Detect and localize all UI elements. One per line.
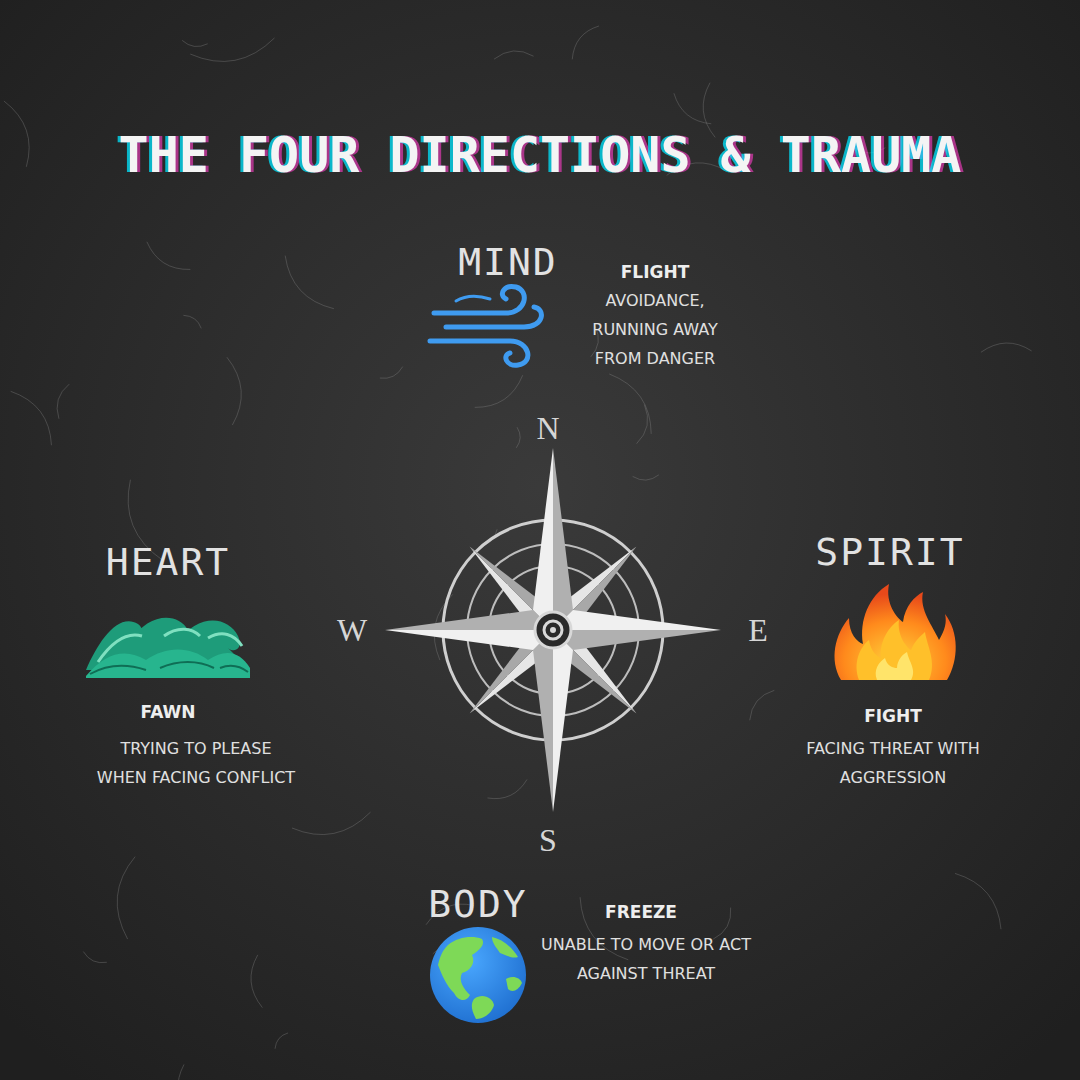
response-name: FLIGHT bbox=[555, 262, 755, 282]
response-name: FAWN bbox=[68, 702, 268, 722]
texture-stroke bbox=[674, 93, 711, 124]
compass-point bbox=[533, 630, 573, 812]
texture-stroke bbox=[147, 242, 190, 270]
texture-stroke bbox=[516, 427, 520, 448]
compass-letter: S bbox=[518, 822, 578, 859]
texture-stroke bbox=[182, 40, 208, 46]
section-heading: MIND bbox=[408, 240, 608, 284]
texture-stroke bbox=[178, 1064, 190, 1080]
compass-point bbox=[385, 610, 553, 650]
texture-stroke bbox=[637, 405, 648, 444]
compass-rose bbox=[385, 448, 721, 812]
compass-letter: W bbox=[322, 612, 382, 649]
texture-stroke bbox=[633, 475, 659, 480]
response-description: TRYING TO PLEASE WHEN FACING CONFLICT bbox=[96, 734, 296, 792]
texture-stroke bbox=[292, 812, 371, 834]
section-heading: HEART bbox=[38, 540, 298, 584]
response-description: UNABLE TO MOVE OR ACT AGAINST THREAT bbox=[541, 930, 751, 988]
texture-stroke bbox=[488, 779, 528, 798]
response-description: FACING THREAT WITH AGGRESSION bbox=[803, 734, 983, 792]
section-heading: SPIRIT bbox=[760, 530, 1020, 574]
texture-stroke bbox=[117, 857, 135, 939]
compass-point bbox=[553, 610, 721, 650]
wind-icon bbox=[430, 286, 541, 365]
texture-stroke bbox=[572, 26, 599, 59]
texture-stroke bbox=[83, 952, 106, 963]
texture-stroke bbox=[750, 690, 775, 720]
texture-stroke bbox=[183, 315, 201, 328]
texture-stroke bbox=[190, 38, 274, 62]
texture-stroke bbox=[494, 51, 533, 59]
response-name: FIGHT bbox=[793, 706, 993, 726]
texture-stroke bbox=[227, 357, 241, 425]
title: THE FOUR DIRECTIONS & TRAUMA bbox=[20, 126, 1060, 184]
texture-stroke bbox=[475, 375, 523, 407]
paper-texture bbox=[4, 26, 1032, 1080]
section-heading: BODY bbox=[368, 882, 588, 926]
texture-stroke bbox=[11, 391, 52, 445]
texture-stroke bbox=[981, 343, 1032, 352]
texture-stroke bbox=[4, 101, 29, 167]
response-description: AVOIDANCE, RUNNING AWAY FROM DANGER bbox=[568, 286, 743, 373]
texture-stroke bbox=[275, 1033, 288, 1049]
texture-stroke bbox=[713, 908, 731, 940]
texture-stroke bbox=[609, 374, 651, 434]
texture-stroke bbox=[57, 384, 69, 419]
texture-stroke bbox=[380, 367, 403, 379]
texture-stroke bbox=[955, 873, 1001, 929]
response-name: FREEZE bbox=[541, 902, 741, 922]
texture-stroke bbox=[251, 955, 262, 1008]
fire-icon bbox=[835, 584, 956, 680]
compass-point bbox=[533, 448, 573, 630]
compass-letter: N bbox=[518, 410, 578, 447]
texture-stroke bbox=[285, 256, 334, 309]
wave-icon bbox=[86, 618, 250, 678]
compass-letter: E bbox=[728, 612, 788, 649]
globe-icon bbox=[430, 927, 526, 1023]
